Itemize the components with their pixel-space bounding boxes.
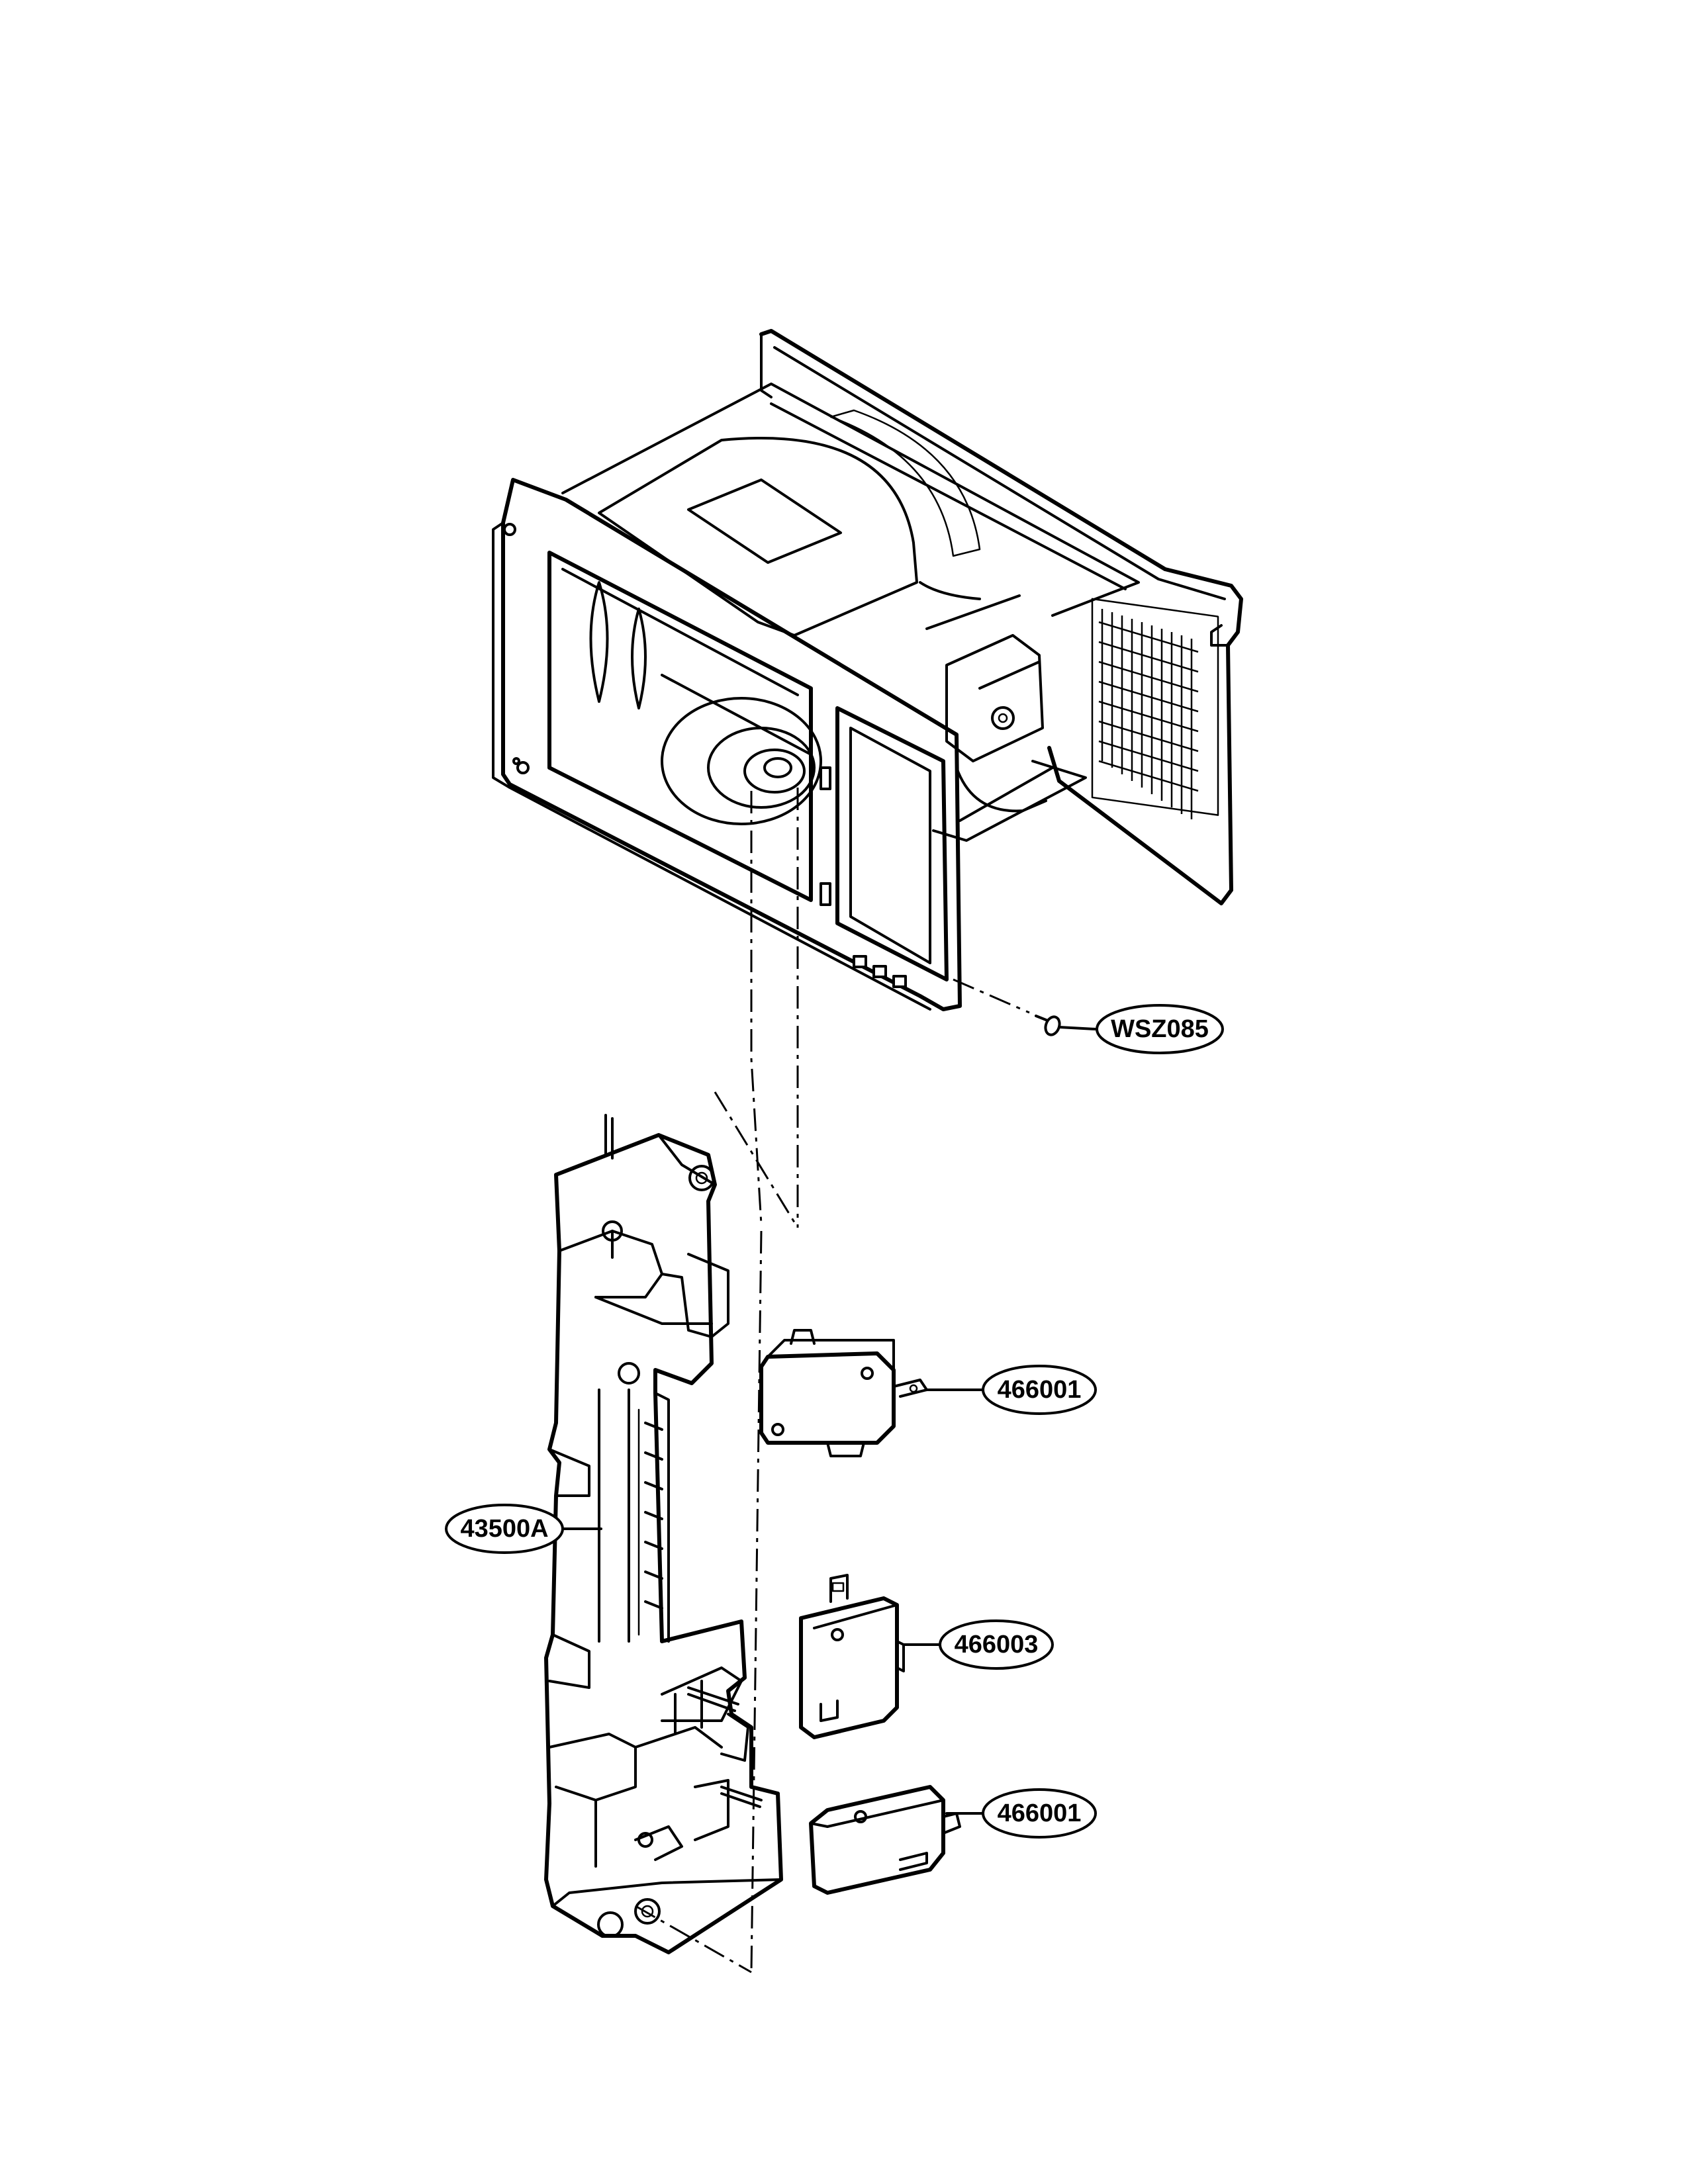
callout-43500a: 43500A xyxy=(445,1504,602,1554)
callout-466001-lower: 466001 xyxy=(945,1788,1097,1839)
latch-board-part xyxy=(544,1114,783,1954)
door-switch-part-middle xyxy=(799,1574,905,1739)
alignment-lines xyxy=(635,788,799,1974)
callout-466003: 466003 xyxy=(902,1619,1054,1670)
callout-label: 466001 xyxy=(998,1376,1082,1404)
screw-part xyxy=(953,978,1097,1036)
callout-label: 466001 xyxy=(998,1799,1082,1827)
callout-wsz085: WSZ085 xyxy=(1096,1004,1224,1054)
turntable xyxy=(661,697,822,825)
latch-teeth xyxy=(637,1408,663,1636)
oven-cavity-assembly xyxy=(492,329,1243,1011)
vent-grid xyxy=(1098,609,1199,819)
door-switch-part-upper xyxy=(759,1329,928,1457)
callout-label: 466003 xyxy=(955,1631,1039,1659)
callout-label: 43500A xyxy=(460,1515,548,1543)
callout-466001-upper: 466001 xyxy=(925,1365,1097,1415)
callout-label: WSZ085 xyxy=(1111,1015,1209,1043)
door-switch-part-lower xyxy=(809,1785,961,1895)
